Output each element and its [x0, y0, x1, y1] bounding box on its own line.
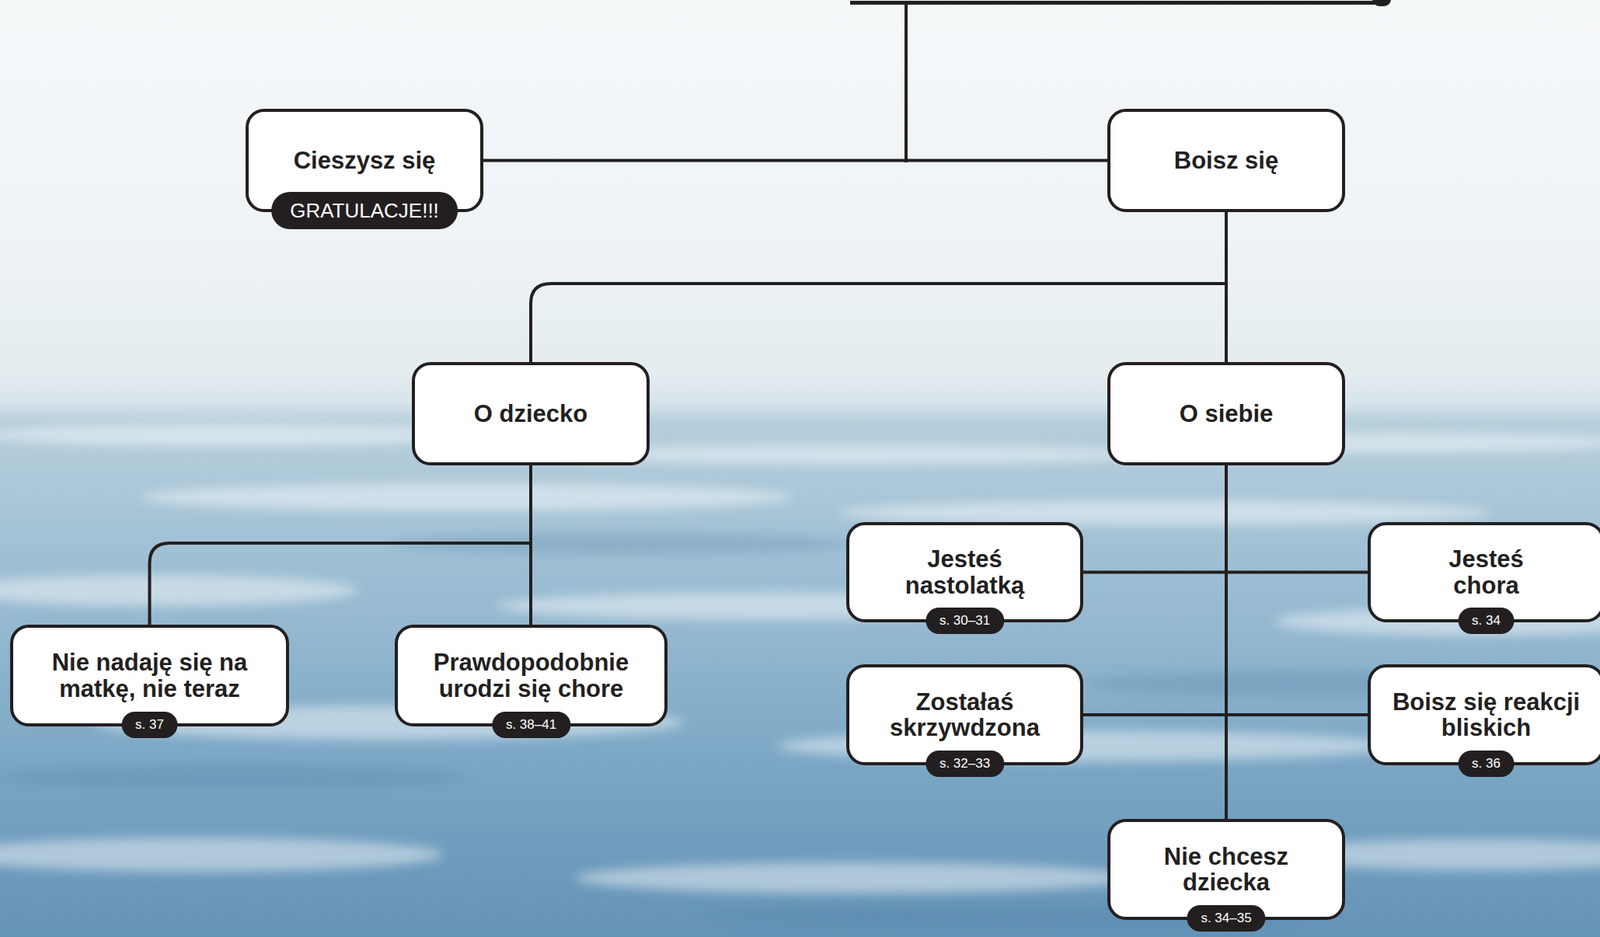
connector-line	[1224, 212, 1228, 363]
box-title: O dziecko	[474, 400, 588, 427]
flow-box: Prawdopodobnie urodzi się chores. 38–41	[394, 624, 668, 727]
flow-box: Jesteś choras. 34	[1367, 522, 1600, 623]
box-title: Nie nadaję się na matkę, nie teraz	[33, 649, 267, 702]
box-title: Prawdopodobnie urodzi się chore	[414, 649, 649, 702]
connector-line	[1083, 465, 1227, 715]
connector-line	[1224, 465, 1228, 820]
page-badge: s. 38–41	[491, 711, 571, 739]
connector-line	[483, 159, 1108, 163]
box-edge	[850, 0, 1381, 5]
box-title: Boisz się reakcji bliskich	[1385, 689, 1588, 742]
flow-box: O siebie	[1107, 362, 1346, 466]
box-title: Cieszysz się	[293, 147, 436, 174]
connector-line	[1083, 465, 1227, 573]
connector-line	[1226, 465, 1368, 573]
box-title: Jesteś chora	[1420, 546, 1553, 599]
page-badge: s. 30–31	[925, 607, 1004, 635]
flow-box: Zostałaś skrzywdzonas. 32–33	[846, 664, 1084, 766]
flow-box: Boisz się	[1107, 108, 1346, 213]
flow-box: Nie chcesz dzieckas. 34–35	[1107, 819, 1346, 921]
page-badge: s. 37	[121, 711, 178, 739]
flow-box: O dziecko	[411, 362, 650, 466]
box-title: Zostałaś skrzywdzona	[871, 689, 1059, 742]
connector-line	[1226, 465, 1368, 715]
page-badge: s. 34–35	[1186, 905, 1266, 932]
connector-line	[149, 465, 532, 625]
flow-box: Jesteś nastolatkąs. 30–31	[846, 522, 1084, 623]
page-badge: s. 32–33	[925, 750, 1004, 778]
box-title: Boisz się	[1174, 147, 1279, 174]
page-badge: s. 34	[1457, 607, 1515, 635]
page-badge: GRATULACJE!!!	[271, 191, 458, 230]
flow-box: Cieszysz sięGRATULACJE!!!	[245, 108, 484, 213]
box-title: Nie chcesz dziecka	[1132, 843, 1320, 896]
connector-line	[530, 212, 1227, 363]
box-title: Jesteś nastolatką	[887, 546, 1043, 599]
box-corner	[1372, 0, 1391, 7]
connector-line	[529, 465, 533, 625]
flow-box: Nie nadaję się na matkę, nie terazs. 37	[10, 624, 290, 727]
trunk-line	[904, 3, 908, 163]
box-title: O siebie	[1179, 400, 1274, 427]
flow-box: Boisz się reakcji bliskichs. 36	[1367, 664, 1600, 766]
page-badge: s. 36	[1457, 750, 1515, 778]
